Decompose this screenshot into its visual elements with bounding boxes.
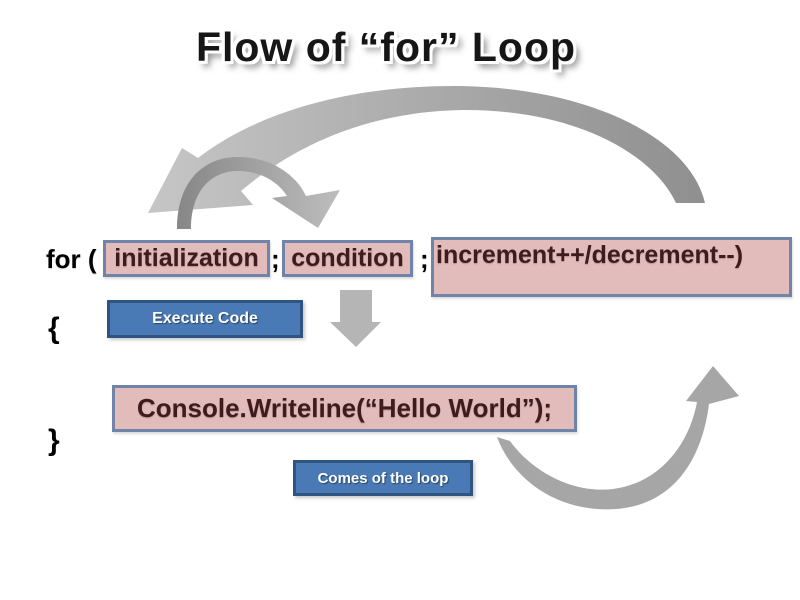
console-writeline-box: Console.Writeline(“Hello World”); (112, 385, 577, 432)
execute-code-button[interactable]: Execute Code (107, 300, 303, 338)
loop-back-arrow-icon (148, 85, 705, 213)
condition-down-arrow-icon (330, 290, 381, 347)
initialization-box: initialization (103, 240, 270, 277)
open-brace: { (48, 312, 60, 345)
semicolon-1: ; (271, 244, 280, 274)
loop-exit-button[interactable]: Comes of the loop (293, 460, 473, 496)
init-to-condition-arrow-icon (177, 156, 340, 229)
condition-box: condition (282, 240, 413, 277)
page-title: Flow of “for” Loop (195, 24, 577, 70)
semicolon-2: ; (420, 244, 429, 274)
for-keyword: for ( (46, 244, 97, 274)
increment-decrement-box: increment++/decrement--) (431, 237, 792, 297)
close-brace: } (48, 424, 60, 457)
